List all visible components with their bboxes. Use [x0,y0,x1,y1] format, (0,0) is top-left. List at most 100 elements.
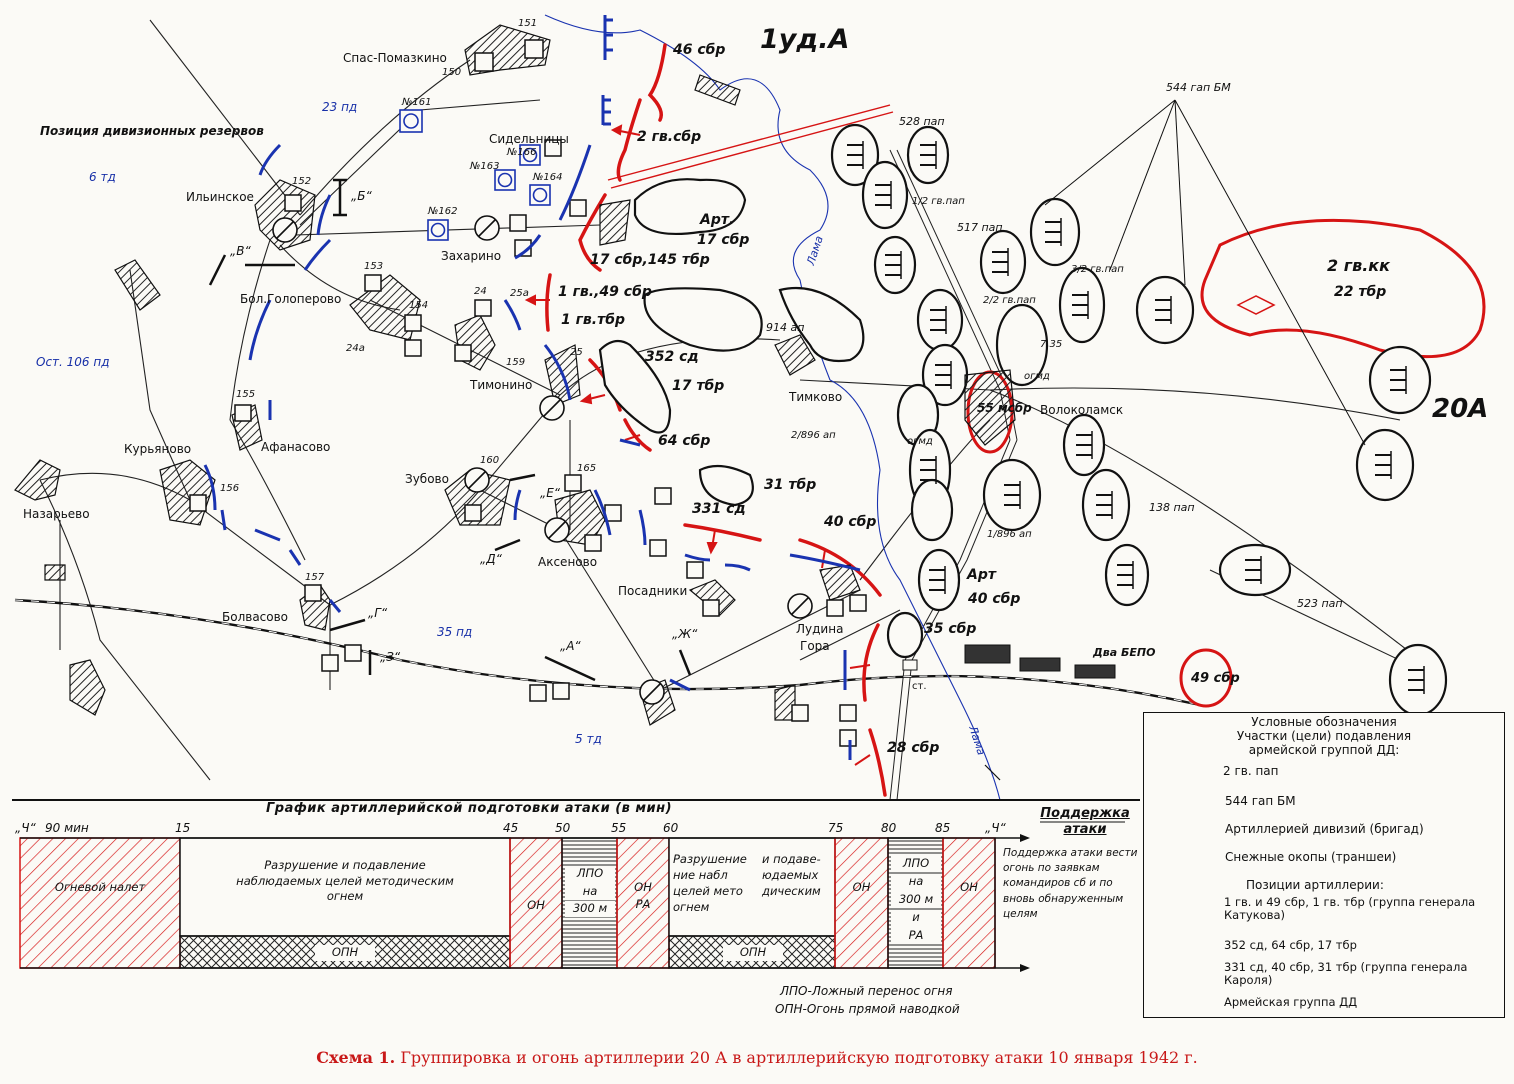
enemy-23pd: 23 пд [322,100,358,114]
unit-28sbr: 28 сбр [887,740,940,756]
target-156: 156 [220,483,240,494]
village-timkovo: Тимково [789,390,843,404]
time-75: 75 [828,821,844,835]
target-154: 154 [409,300,429,311]
unit-352sd: 352 сд [645,349,699,365]
cell-ogn-nalet: Огневой налет [54,880,146,894]
slash-lines [276,219,809,701]
legend-title: Условные обозначения [1251,715,1397,729]
cell-razr2-f: дическим [762,884,821,898]
support-title: Поддержка атаки [1040,806,1130,837]
village-posadniki: Посадники [618,584,688,598]
army-label-north: 1уд.А [760,24,850,55]
station-label: ст. [912,681,927,692]
note-opn: ОПН-Огонь прямой наводкой [775,1002,960,1016]
target-25a: 25а [510,288,529,299]
village-zakharino: Захарино [441,249,502,263]
enemy-5td: 5 тд [575,732,602,746]
cell-razr2-e: целей мето [673,884,743,898]
cell-lpo-1a: ЛПО [565,866,615,882]
target-163: №163 [470,161,500,172]
cell-lpo-2a: ЛПО [891,856,941,872]
slash-circles [272,215,813,705]
art-896a: 2/896 ап [791,430,836,441]
unit-331sd: 331 сд [692,501,746,517]
schedule-frame [12,799,1140,972]
enemy-35pd: 35 пд [437,625,473,639]
line-z: „З“ [380,650,401,664]
figure-caption: Схема 1. Группировка и огонь артиллерии … [0,1048,1514,1067]
time-end: „Ч“ [985,821,1006,835]
time-start: „Ч“ [15,821,36,835]
unit-1gvtbr: 1 гв.тбр [561,312,626,328]
village-spas: Спас-Помазкино [343,51,447,65]
time-50: 50 [555,821,571,835]
cell-on-ra-1: ОН [634,880,652,894]
unit-40sbr: 40 сбр [824,514,877,530]
art-2-2: 2/2 гв.пап [983,295,1036,306]
railway [14,598,1201,707]
line-markers [208,178,692,682]
legend-item-544: 544 гап БМ [1225,794,1296,808]
village-ludina: Лудина [796,622,844,636]
art-523: 523 пап [1297,597,1343,610]
target-166: №166 [507,147,537,158]
village-golop: Бол.Голоперово [240,292,342,306]
cell-lpo-2e: РА [891,928,941,944]
target-150: 150 [442,67,462,78]
line-zh: „Ж“ [672,627,698,641]
unit-49sbr: 49 сбр [1191,671,1240,686]
unit-31tbr: 31 тбр [764,477,817,493]
art-3-2: 3/2 гв.пап [1071,264,1124,275]
legend-pos-4: Армейская группа ДД [1224,995,1358,1009]
legend-item-2gvpap: 2 гв. пап [1223,764,1279,778]
support-text: Поддержка атаки вести огонь по заявкам к… [1003,847,1138,920]
line-v: „В“ [230,244,251,258]
art-896b: 1/896 ап [987,529,1032,540]
cell-razr2-d: юдаемых [762,868,819,882]
unit-2gvsbr: 2 гв.сбр [637,129,702,145]
target-25: 25 [570,347,583,358]
unit-55msbr: 55 мсбр [977,401,1032,415]
cell-on-2: ОН [852,880,871,894]
time-60: 60 [663,821,679,835]
village-bolvasovo: Болвасово [222,610,289,624]
line-g: „Г“ [368,606,388,620]
cell-lpo-2b: на [891,874,941,890]
leader-lines [1044,99,1366,446]
assault-arcs [545,43,887,797]
cell-opn-1: ОПН [315,945,375,961]
cell-on-3: ОН [960,880,978,894]
line-d: „Д“ [480,552,502,566]
enemy-6td: 6 тд [89,170,116,184]
cell-on-1: ОН [527,898,545,912]
schedule-title: График артиллерийской подготовки атаки (… [266,801,673,816]
bepo-trains [902,644,1116,679]
unit-17tbr: 17 тбр [672,378,725,394]
unit-17-145: 17 сбр,145 тбр [590,252,710,268]
red-arrows [524,124,871,766]
trenches [203,15,861,760]
target-157: 157 [305,572,325,583]
line-b: „Б“ [351,189,372,203]
army-label-east: 20А [1432,394,1489,424]
unit-art17-1: Арт. [700,212,735,228]
legend-sub1: Участки (цели) подавления [1236,729,1412,743]
cell-opn-2: ОПН [723,945,783,961]
unit-64sbr: 64 сбр [658,433,711,449]
line-e: „Е“ [540,486,561,500]
cell-lpo-1b: на [565,884,615,900]
target-24: 24 [474,286,487,297]
unit-35sbr: 35 сбр [924,621,977,637]
village-timonino: Тимонино [470,378,533,392]
cell-lpo-2d: и [891,910,941,926]
art-517: 517 пап [957,221,1003,234]
caption-text: Группировка и огонь артиллерии 20 А в ар… [400,1048,1198,1067]
art-138: 138 пап [1149,501,1195,514]
cell-razr2-c: ние набл [673,868,728,882]
legend: Условные обозначения Участки (цели) пода… [1143,712,1505,1018]
ogmd-label-1: огмд [1024,371,1050,382]
cell-razr2-b: и подаве- [762,852,821,866]
unit-1gv49: 1 гв.,49 сбр [558,284,652,300]
